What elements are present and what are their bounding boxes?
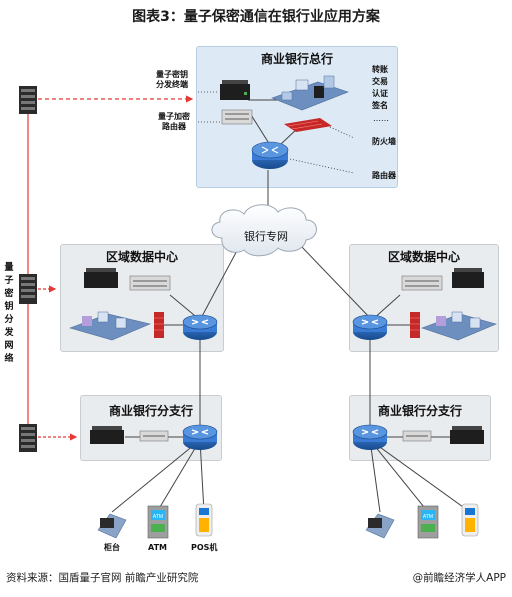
hq-server-platform [271, 75, 349, 111]
counter-terminal-left [97, 513, 127, 539]
router-dc-right [352, 314, 388, 340]
hq-key-terminal-label: 量子密钥 分发终端 [156, 70, 188, 89]
branch-right-title: 商业银行分支行 [377, 404, 462, 418]
brand-note: @前瞻经济学人APP [412, 572, 506, 584]
pos-terminal-left [195, 503, 213, 537]
dc-left-server [84, 268, 118, 288]
dc-left-platform [69, 311, 151, 341]
dc-left-box: 区域数据中心 [60, 244, 224, 352]
atm-terminal-right: ATM [417, 505, 439, 539]
dc-left-title: 区域数据中心 [105, 250, 178, 264]
hq-firewall [284, 118, 332, 132]
counter-label-left: 柜台 [104, 543, 120, 552]
atm-screen-label-right: ATM [423, 514, 433, 520]
hq-router-label: 路由器 [372, 171, 396, 180]
dc-right-platform [421, 311, 497, 341]
branch-left-switch [139, 430, 169, 442]
dc-right-switch [401, 275, 443, 291]
hq-services-label: 转账 交易 认证 签名 [372, 65, 388, 110]
dc-right-title: 区域数据中心 [387, 250, 460, 264]
router-branch-right [352, 424, 388, 450]
atm-label-left: ATM [148, 543, 167, 552]
atm-terminal-left: ATM [147, 505, 169, 539]
atm-screen-label-left: ATM [153, 514, 163, 520]
dc-left-switch [129, 275, 171, 291]
router-dc-left [182, 314, 218, 340]
figure-title: 图表3：量子保密通信在银行业应用方案 [132, 9, 380, 25]
hq-key-terminal [220, 80, 250, 100]
hq-encrypt-router-label: 量子加密 路由器 [158, 112, 190, 131]
hq-ellipsis: …… [373, 114, 389, 123]
branch-left-server [90, 426, 124, 444]
source-note: 资料来源：国盾量子官网 前瞻产业研究院 [6, 572, 199, 584]
qkd-server-bottom [19, 424, 37, 452]
qkd-server-mid [19, 274, 37, 304]
counter-terminal-right [365, 513, 395, 539]
pos-terminal-right [461, 503, 479, 537]
network-label: 银行专网 [244, 230, 288, 243]
hq-firewall-label: 防火墙 [372, 137, 396, 146]
qkd-network-label: 量 子 密 钥 分 发 网 络 [4, 263, 14, 364]
hq-encrypt-router [221, 109, 253, 125]
branch-right-server [450, 426, 484, 444]
branch-right-switch [402, 430, 432, 442]
pos-label-left: POS机 [191, 543, 218, 552]
dc-left-firewall [154, 312, 164, 338]
branch-left-title: 商业银行分支行 [108, 404, 193, 418]
router-hq [251, 141, 289, 169]
router-branch-left [182, 424, 218, 450]
qkd-server-top [19, 86, 37, 114]
bank-network-cloud [211, 204, 317, 257]
dc-right-server [452, 268, 484, 288]
hq-title: 商业银行总行 [260, 52, 333, 66]
dc-right-firewall [410, 312, 420, 338]
